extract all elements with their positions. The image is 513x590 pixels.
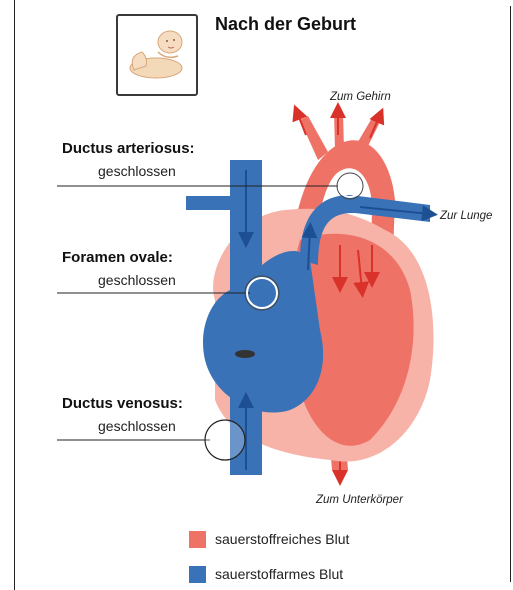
vessel-stub-left xyxy=(186,196,232,210)
septum-mark xyxy=(235,350,255,358)
foramen-ovale-state: geschlossen xyxy=(98,272,176,288)
ductus-venosus-circle xyxy=(205,420,245,460)
legend-swatch-oxygenated xyxy=(189,531,206,548)
legend-swatch-deoxygenated xyxy=(189,566,206,583)
legend-label-deoxygenated: sauerstoffarmes Blut xyxy=(215,566,343,582)
ductus-venosus-state: geschlossen xyxy=(98,418,176,434)
to-lung-label: Zur Lunge xyxy=(440,210,492,222)
ductus-arteriosus-circle xyxy=(339,175,361,197)
legend-label-oxygenated: sauerstoffreiches Blut xyxy=(215,531,349,547)
to-brain-label: Zum Gehirn xyxy=(330,91,391,103)
ductus-arteriosus-label: Ductus arteriosus: xyxy=(62,140,195,157)
to-lower-body-label: Zum Unterkörper xyxy=(316,494,403,506)
ductus-arteriosus-state: geschlossen xyxy=(98,163,176,179)
ductus-venosus-label: Ductus venosus: xyxy=(62,395,183,412)
foramen-ovale-label: Foramen ovale: xyxy=(62,249,173,266)
